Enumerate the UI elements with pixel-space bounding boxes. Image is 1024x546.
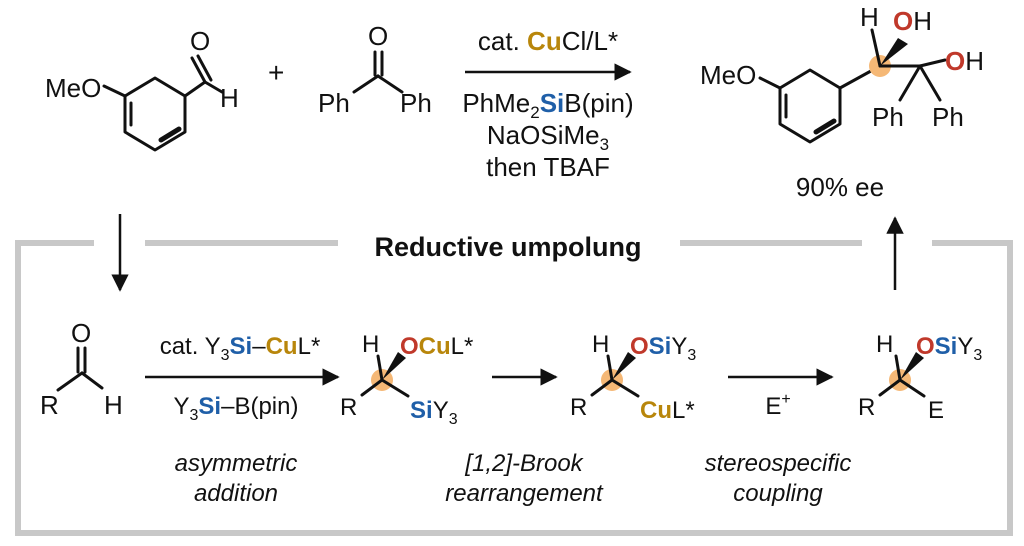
step3-electrophile-label: E+ bbox=[765, 391, 790, 420]
int3-r: R bbox=[858, 394, 875, 421]
cycle-frame bbox=[15, 240, 1013, 536]
intermediate-1: H OCuL* R SiY3 bbox=[340, 331, 473, 428]
step1-catalyst-label: cat. Y3Si–CuL* bbox=[160, 333, 321, 364]
generic-aldehyde-oxygen: O bbox=[71, 318, 91, 348]
product-ph1-label: Ph bbox=[872, 102, 904, 132]
intermediate-3: H OSiY3 R E bbox=[858, 331, 982, 424]
reactant-methoxybenzaldehyde: O H MeO bbox=[45, 26, 239, 152]
aldehyde-hydrogen-label: H bbox=[220, 83, 239, 113]
product-oh1-label: OH bbox=[893, 6, 932, 36]
product-oh2-label: OH bbox=[945, 46, 984, 76]
product-h-label: H bbox=[860, 2, 879, 32]
int2-r: R bbox=[570, 394, 587, 421]
step3-caption-line2: coupling bbox=[733, 480, 823, 507]
int1-h: H bbox=[362, 331, 379, 358]
plus-sign: + bbox=[268, 57, 284, 88]
product-methoxy-label: MeO bbox=[700, 60, 756, 90]
step1-group: cat. Y3Si–CuL* Y3Si–B(pin) asymmetric ad… bbox=[145, 333, 340, 507]
int2-h: H bbox=[592, 331, 609, 358]
step3-caption-line1: stereospecific bbox=[705, 450, 852, 477]
step2-caption-line2: rearrangement bbox=[445, 480, 604, 507]
int1-ocu-label: OCuL* bbox=[400, 333, 473, 360]
int3-h: H bbox=[876, 331, 893, 358]
step3-group: E+ stereospecific coupling bbox=[705, 368, 852, 507]
ketone-oxygen-label: O bbox=[368, 21, 388, 51]
step1-caption-line1: asymmetric bbox=[175, 450, 298, 477]
phenyl-right-label: Ph bbox=[400, 88, 432, 118]
generic-aldehyde: O R H bbox=[40, 318, 123, 420]
cycle-title: Reductive umpolung bbox=[374, 232, 641, 262]
int1-r: R bbox=[340, 394, 357, 421]
int2-cul-label: CuL* bbox=[640, 397, 695, 424]
wedge-bond bbox=[880, 38, 908, 66]
int3-osiy3-label: OSiY3 bbox=[916, 333, 982, 364]
int1-siy3-label: SiY3 bbox=[410, 397, 458, 428]
step2-caption-line1: [1,2]-Brook bbox=[464, 450, 584, 477]
phenyl-left-label: Ph bbox=[318, 88, 350, 118]
step1-reagent-label: Y3Si–B(pin) bbox=[174, 393, 299, 424]
aldehyde-oxygen-label: O bbox=[190, 26, 210, 56]
int2-osiy3-label: OSiY3 bbox=[630, 333, 696, 364]
reactant-benzophenone: O Ph Ph bbox=[318, 21, 432, 118]
product-ph2-label: Ph bbox=[932, 102, 964, 132]
product-diol: H OH OH Ph Ph MeO bbox=[700, 2, 984, 144]
methoxy-label: MeO bbox=[45, 73, 101, 103]
step1-caption-line2: addition bbox=[194, 480, 278, 507]
generic-aldehyde-h: H bbox=[104, 390, 123, 420]
int3-e: E bbox=[928, 397, 944, 424]
intermediate-2: H OSiY3 R CuL* bbox=[570, 331, 696, 424]
generic-aldehyde-r: R bbox=[40, 390, 59, 420]
workup-label: then TBAF bbox=[486, 152, 610, 182]
top-reaction-arrow-group: cat. CuCl/L* PhMe2SiB(pin) NaOSiMe3 then… bbox=[462, 26, 633, 182]
catalyst-label: cat. CuCl/L* bbox=[478, 26, 618, 56]
base-label: NaOSiMe3 bbox=[487, 120, 609, 154]
silylborane-label: PhMe2SiB(pin) bbox=[462, 88, 633, 122]
ee-label: 90% ee bbox=[796, 172, 884, 202]
